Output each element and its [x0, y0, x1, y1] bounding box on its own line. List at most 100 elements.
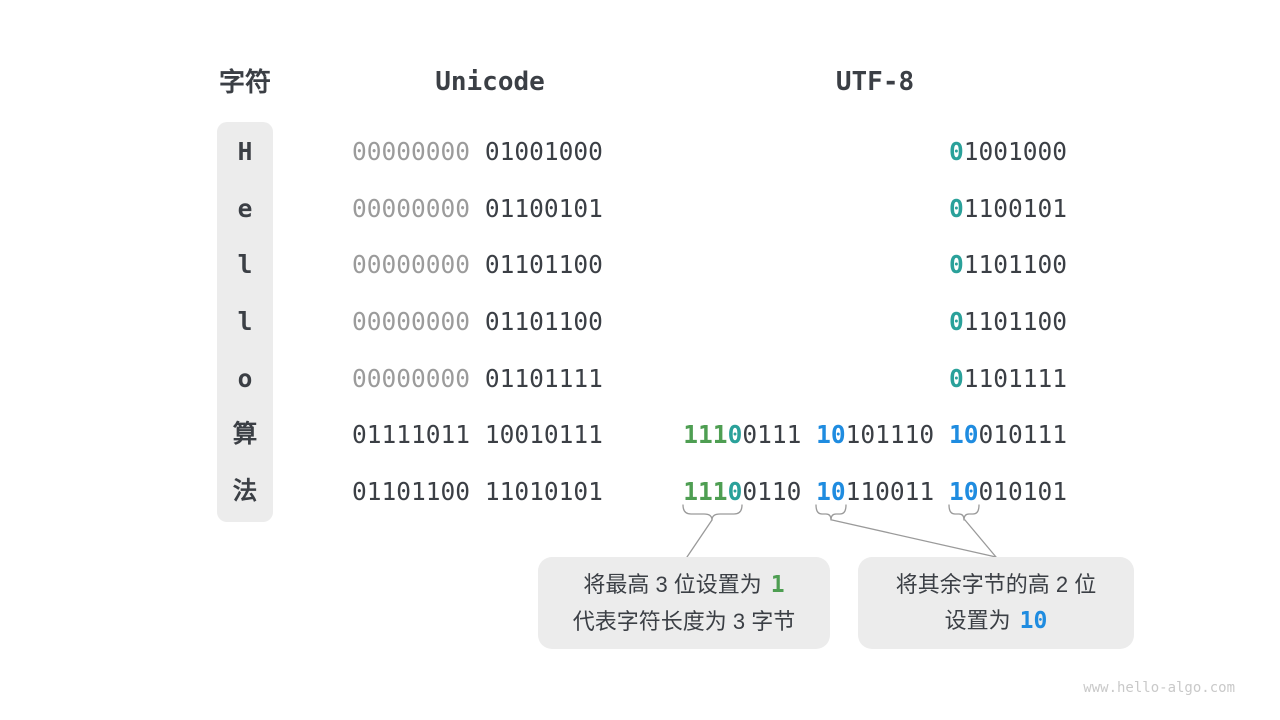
- table-row: l 00000000 01101100 01101100: [0, 308, 1280, 336]
- callout-line: 将其余字节的高 2 位: [858, 569, 1134, 600]
- utf8-continuation-prefix: 10: [816, 477, 846, 506]
- utf8-continuation-prefix: 10: [948, 420, 979, 449]
- callout-header-bits: 将最高 3 位设置为 1 代表字符长度为 3 字节: [538, 557, 830, 649]
- utf8-byte: 10010111: [949, 421, 1067, 449]
- unicode-cell: 00000000 01101100: [352, 308, 603, 336]
- table-row: 算 01111011 10010111 11100111 10101110 10…: [0, 421, 1280, 449]
- utf8-byte: 10010101: [949, 478, 1067, 506]
- utf8-cell: 01101111: [600, 365, 1067, 393]
- unicode-high-byte: 00000000: [352, 364, 471, 393]
- connector-line: [831, 519, 997, 558]
- char-cell: e: [237, 194, 253, 223]
- underbrace-icon: [682, 504, 743, 521]
- unicode-low-byte: 01101100: [484, 250, 603, 279]
- utf8-byte: 01101100: [949, 251, 1067, 279]
- utf8-bits: 1100101: [963, 194, 1067, 223]
- utf8-cell: 01001000: [600, 138, 1067, 166]
- char-cell: 法: [232, 478, 258, 505]
- utf8-bit-prefix: 0: [948, 364, 964, 393]
- utf8-byte: 11100111: [683, 421, 801, 449]
- underbrace-icon: [815, 504, 847, 521]
- utf8-cell: 01101100: [600, 308, 1067, 336]
- utf8-byte: 01100101: [949, 195, 1067, 223]
- unicode-low-byte: 10010111: [484, 420, 603, 449]
- table-row: 法 01101100 11010101 11100110 10110011 10…: [0, 478, 1280, 506]
- connector-line: [686, 519, 713, 558]
- utf8-bits: 110011: [845, 477, 935, 506]
- unicode-high-byte: 01111011: [352, 420, 471, 449]
- unicode-low-byte: 01101100: [484, 307, 603, 336]
- connector-line: [964, 519, 997, 558]
- highlight-bit-one: 1: [770, 572, 785, 598]
- table-row: o 00000000 01101111 01101111: [0, 365, 1280, 393]
- unicode-cell: 01101100 11010101: [352, 478, 603, 506]
- utf8-bits: 1101100: [963, 250, 1067, 279]
- utf8-byte: 10110011: [816, 478, 934, 506]
- utf8-bits: 1101100: [963, 307, 1067, 336]
- utf8-cell: 01100101: [600, 195, 1067, 223]
- utf8-bit-prefix: 0: [948, 307, 964, 336]
- char-cell: 算: [232, 421, 258, 448]
- char-cell: o: [237, 364, 253, 393]
- callout-continuation-bits: 将其余字节的高 2 位 设置为 10: [858, 557, 1134, 649]
- unicode-high-byte: 00000000: [352, 307, 471, 336]
- utf8-zero-bit: 0: [727, 477, 743, 506]
- utf8-byte: 10101110: [816, 421, 934, 449]
- unicode-cell: 01111011 10010111: [352, 421, 603, 449]
- utf8-bits: 1101111: [963, 364, 1067, 393]
- watermark: www.hello-algo.com: [1083, 680, 1235, 696]
- callout-line: 代表字符长度为 3 字节: [538, 606, 830, 637]
- utf8-bits: 010101: [978, 477, 1067, 506]
- table-row: H 00000000 01001000 01001000: [0, 138, 1280, 166]
- column-header-utf8: UTF-8: [835, 67, 915, 97]
- unicode-cell: 00000000 01101100: [352, 251, 603, 279]
- char-cell: l: [237, 307, 253, 336]
- utf8-byte: 01001000: [949, 138, 1067, 166]
- column-header-unicode: Unicode: [435, 67, 545, 97]
- utf8-byte: 11100110: [683, 478, 801, 506]
- unicode-high-byte: 00000000: [352, 194, 471, 223]
- unicode-low-byte: 01001000: [484, 137, 603, 166]
- utf8-byte: 01101100: [949, 308, 1067, 336]
- utf8-bit-prefix: 0: [948, 194, 964, 223]
- utf8-cell: 11100111 10101110 10010111: [600, 421, 1067, 449]
- char-cell: H: [237, 137, 253, 166]
- unicode-high-byte: 00000000: [352, 137, 471, 166]
- callout-text: 代表字符长度为 3 字节: [572, 609, 796, 634]
- utf8-byte: 01101111: [949, 365, 1067, 393]
- utf8-bits: 010111: [978, 420, 1067, 449]
- utf8-bits: 0110: [742, 477, 802, 506]
- callout-text: 将最高 3 位设置为: [583, 572, 762, 597]
- utf8-cell: 11100110 10110011 10010101: [600, 478, 1067, 506]
- utf8-bit-prefix: 0: [948, 137, 964, 166]
- callout-text: 设置为: [944, 608, 1011, 633]
- unicode-cell: 00000000 01001000: [352, 138, 603, 166]
- char-cell: l: [237, 250, 253, 279]
- unicode-low-byte: 11010101: [484, 477, 603, 506]
- utf8-bits: 0111: [742, 420, 802, 449]
- utf8-bit-prefix: 0: [948, 250, 964, 279]
- unicode-low-byte: 01100101: [484, 194, 603, 223]
- utf8-header-bits: 111: [683, 420, 728, 449]
- callout-text: 将其余字节的高 2 位: [895, 572, 1097, 597]
- highlight-bits-ten: 10: [1019, 608, 1048, 634]
- char-column-panel: [217, 122, 273, 522]
- column-header-char: 字符: [218, 67, 271, 97]
- unicode-cell: 00000000 01100101: [352, 195, 603, 223]
- table-row: l 00000000 01101100 01101100: [0, 251, 1280, 279]
- unicode-low-byte: 01101111: [484, 364, 603, 393]
- utf8-continuation-prefix: 10: [816, 420, 846, 449]
- utf8-zero-bit: 0: [727, 420, 743, 449]
- callout-line: 设置为 10: [858, 605, 1134, 637]
- utf8-cell: 01101100: [600, 251, 1067, 279]
- callout-line: 将最高 3 位设置为 1: [538, 569, 830, 601]
- utf8-bits: 101110: [845, 420, 935, 449]
- unicode-high-byte: 00000000: [352, 250, 471, 279]
- utf8-continuation-prefix: 10: [948, 477, 979, 506]
- underbrace-icon: [948, 504, 980, 521]
- utf8-bits: 1001000: [963, 137, 1067, 166]
- table-row: e 00000000 01100101 01100101: [0, 195, 1280, 223]
- unicode-cell: 00000000 01101111: [352, 365, 603, 393]
- utf8-header-bits: 111: [683, 477, 728, 506]
